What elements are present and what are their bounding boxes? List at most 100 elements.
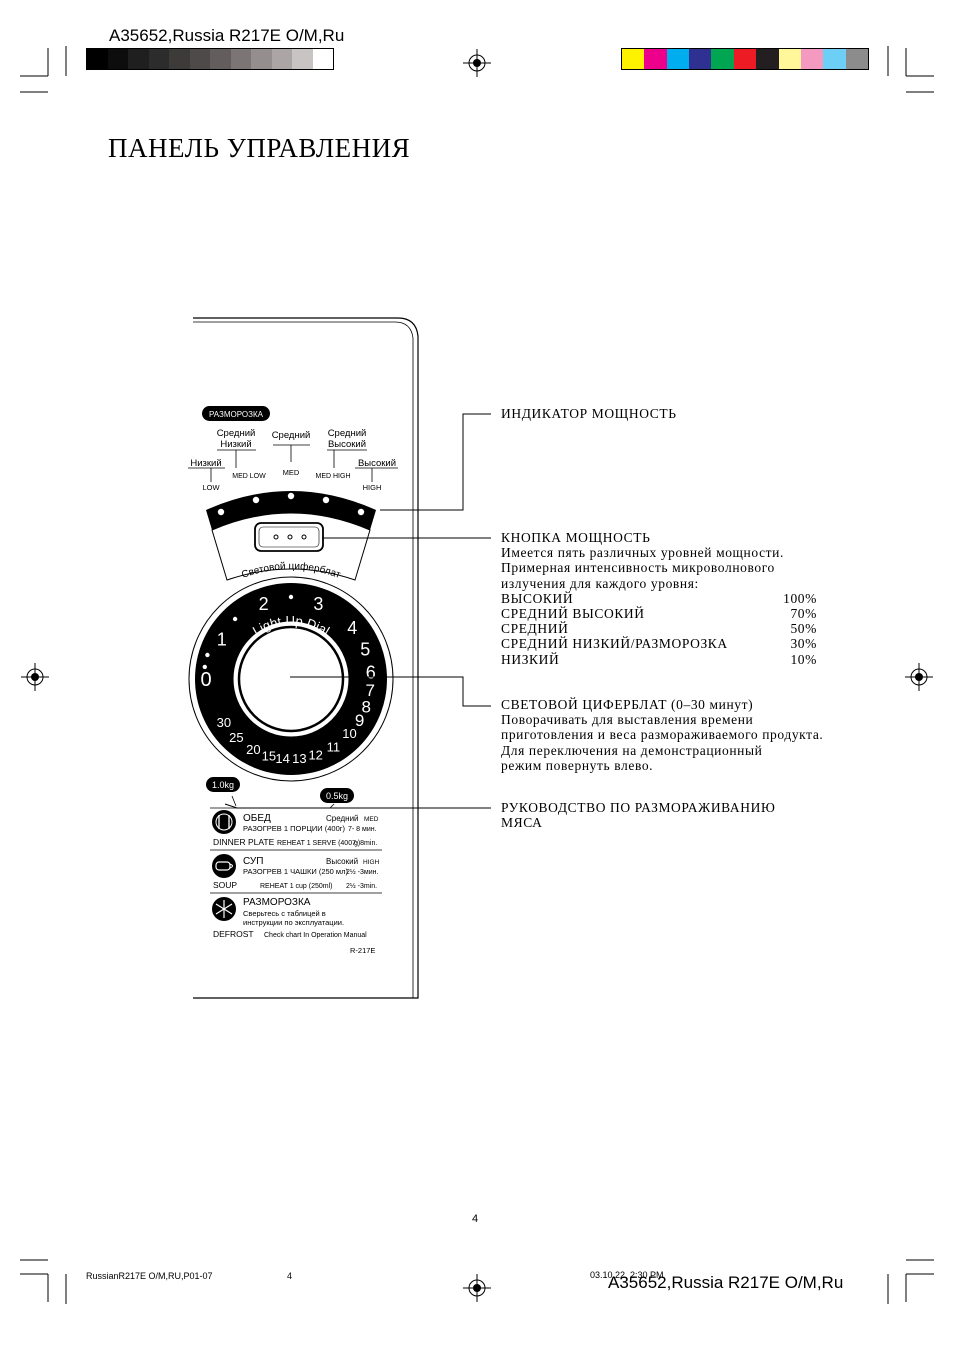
dial-number: 4 [347,618,357,638]
swatch [733,49,757,69]
footer-page: 4 [287,1271,293,1281]
dial-title: СВЕТОВОЙ ЦИФЕРБЛАТ (0–30 минут) [501,697,754,712]
weight-badge-1kg [206,777,240,792]
dial-knob [237,625,345,733]
svg-text:Высокий: Высокий [328,439,366,450]
svg-text:ОБЕД: ОБЕД [243,813,271,824]
svg-text:РАЗМОРОЗКА: РАЗМОРОЗКА [243,897,311,908]
svg-text:Средний: Средний [272,430,311,441]
swatch [271,49,292,69]
footer-title: A35652,Russia R217E O/M,Ru [608,1273,844,1292]
power-button-section: КНОПКА МОЩНОСТЬ Имеется пять различных у… [501,530,817,667]
svg-text:HIGH: HIGH [363,859,380,866]
svg-text:РАЗОГРЕВ 1 ПОРЦИИ (400г): РАЗОГРЕВ 1 ПОРЦИИ (400г) [243,824,345,833]
svg-text:Средний: Средний [217,428,256,439]
swatch [128,49,149,69]
svg-text:LOW: LOW [202,483,220,492]
power-level-name: ВЫСОКИЙ [501,590,574,606]
dial-number: 20 [246,742,260,757]
svg-text:Средний: Средний [328,428,367,439]
swatch [210,49,231,69]
footer-file: RussianR217E O/M,RU,P01-07 [86,1271,213,1281]
indicator-dot-medlow [252,496,260,504]
swatch [666,49,690,69]
svg-text:Высокий: Высокий [358,458,396,469]
svg-text:DINNER PLATE: DINNER PLATE [213,837,275,847]
svg-text:7- 8 мин.: 7- 8 мин. [348,826,377,833]
power-level-name: СРЕДНИЙ [501,621,569,637]
dial-number: 2 [259,594,269,614]
swatch [823,49,846,69]
color-calibration-bar [621,48,869,70]
dial-number: 5 [360,639,370,659]
svg-text:РАЗОГРЕВ 1 ЧАШКИ (250 мл): РАЗОГРЕВ 1 ЧАШКИ (250 мл) [243,867,348,876]
dial-dot [202,664,207,670]
dial-dot [205,652,210,658]
svg-text:Низкий: Низкий [220,439,251,450]
power-level-value: 70% [790,606,817,622]
page-number: 4 [472,1213,479,1225]
svg-text:DEFROST: DEFROST [213,929,254,939]
swatch [845,49,868,69]
dial-dot [288,594,294,600]
swatch [711,49,734,69]
svg-text:MED: MED [283,468,300,477]
registration-mark-left [21,663,49,691]
dial-number: 9 [355,711,364,730]
weight-badge-05kg [320,788,354,803]
swatch [644,49,667,69]
dial-number: 13 [292,751,306,766]
svg-text:0.5kg: 0.5kg [326,791,348,801]
swatch [87,49,108,69]
svg-text:REHEAT 1 cup (250ml): REHEAT 1 cup (250ml) [260,883,333,890]
svg-text:2½ -3мин.: 2½ -3мин. [346,868,378,876]
soup-cup-icon [212,854,236,878]
dial-number: 0 [200,669,211,691]
svg-text:HIGH: HIGH [363,483,382,492]
svg-text:Низкий: Низкий [190,458,221,469]
registration-mark-right [905,663,933,691]
swatch [189,49,210,69]
svg-text:инструкции по эксплуатации.: инструкции по эксплуатации. [243,918,344,927]
swatch [312,49,333,69]
control-panel-illustration: РАЗМОРОЗКА Средний Низкий Средний Средни… [188,317,419,999]
svg-text:СУП: СУП [243,856,263,867]
swatch [292,49,313,69]
header-title: A35652,Russia R217E O/M,Ru [109,26,345,45]
dial-number: 1 [217,629,227,649]
dial-number: 14 [275,751,289,766]
svg-text:MED HIGH: MED HIGH [316,473,351,480]
svg-text:7- 8min.: 7- 8min. [352,840,377,847]
svg-text:Check chart In Operation Manua: Check chart In Operation Manual [264,932,367,939]
power-level-name: СРЕДНИЙ НИЗКИЙ/РАЗМОРОЗКА [501,636,728,652]
swatch [251,49,272,69]
power-level-value: 50% [790,621,817,637]
defrost-badge-text: РАЗМОРОЗКА [209,410,264,419]
swatch [778,49,801,69]
swatch [756,49,779,69]
svg-text:1.0kg: 1.0kg [212,780,234,790]
page-title: ПАНЕЛЬ УПРАВЛЕНИЯ [108,133,411,163]
svg-text:MED LOW: MED LOW [232,473,266,480]
svg-text:Высокий: Высокий [326,857,358,866]
power-indicator-band [206,491,376,530]
swatch [689,49,712,69]
registration-mark-top [463,49,491,77]
dial-number: 6 [366,662,376,682]
dial-section: СВЕТОВОЙ ЦИФЕРБЛАТ (0–30 минут) Поворачи… [501,697,824,773]
swatch [622,49,645,69]
dial-dot [232,616,238,622]
indicator-dot-med [287,492,295,500]
dial-number: 11 [327,739,341,754]
indicator-title: ИНДИКАТОР МОЩНОСТЬ [501,406,677,421]
crop-marks-bottom [20,1259,934,1304]
footer-date: 03.10.22, 2:30 PM [590,1270,664,1280]
indicator-dot-medhigh [322,496,330,504]
svg-text:Сверьтесь с таблицей в: Сверьтесь с таблицей в [243,909,326,918]
defrost-guide-section: РУКОВОДСТВО ПО РАЗМОРАЖИВАНИЮ МЯСА [501,800,776,831]
swatch [107,49,128,69]
